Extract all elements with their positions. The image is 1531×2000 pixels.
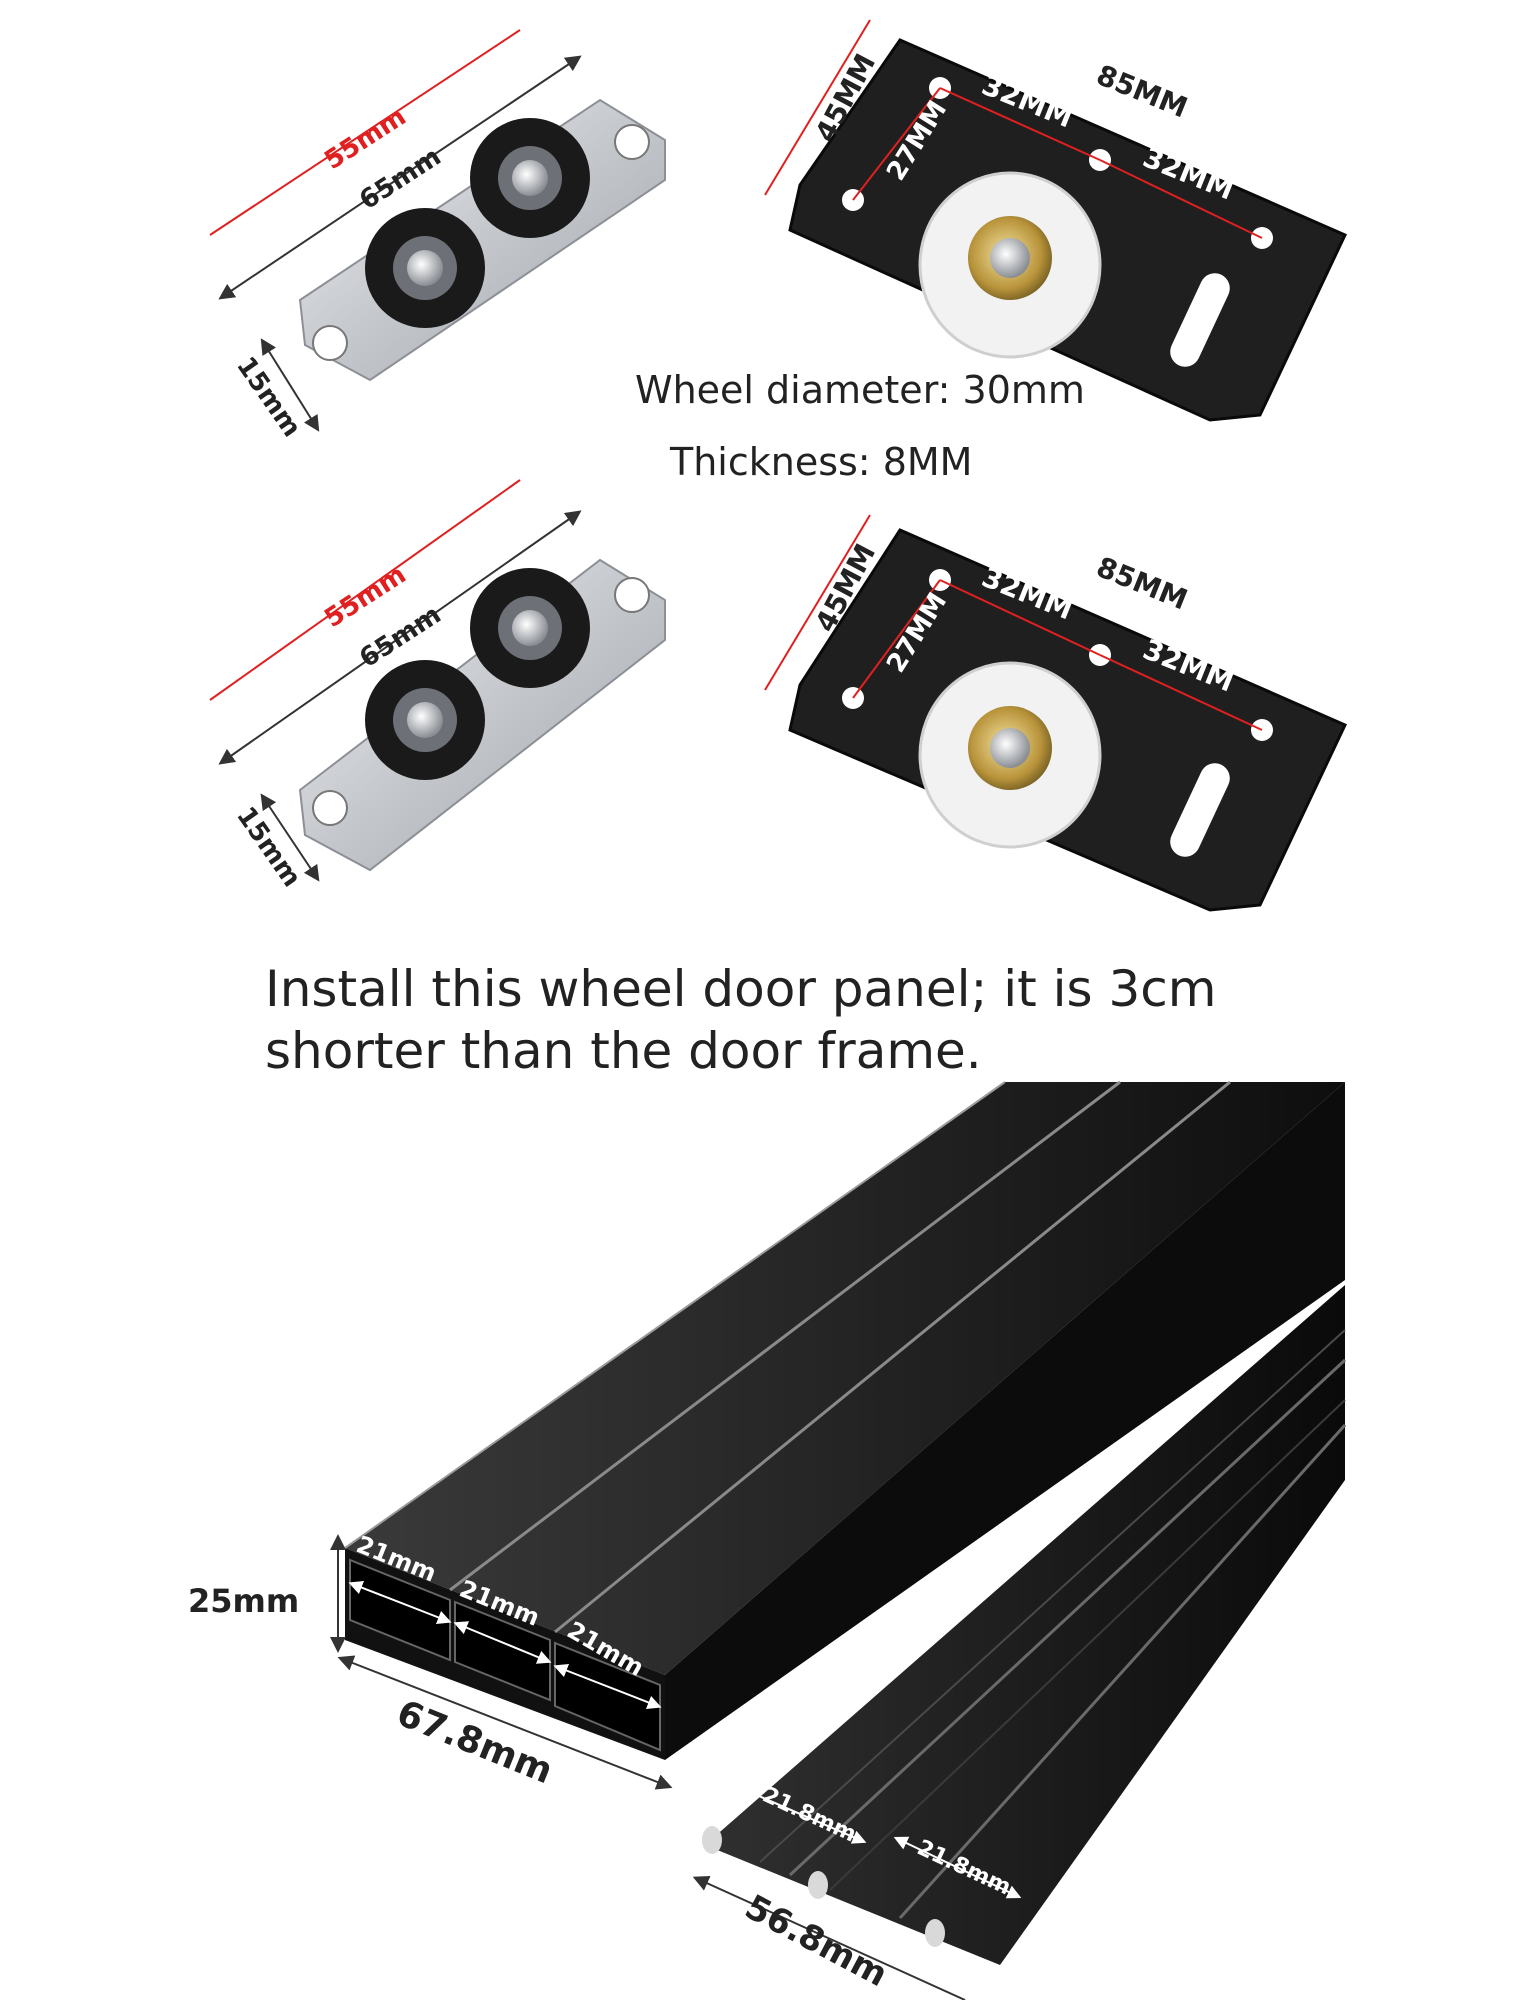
dimension-line xyxy=(260,793,320,882)
top-track-rail: 25mm 21mm 21mm 21mm 67.8mm xyxy=(188,1080,1345,1792)
dimension-line xyxy=(260,338,320,432)
install-note: Install this wheel door panel; it is 3cm… xyxy=(265,958,1265,1082)
pulley-wheel xyxy=(918,171,1102,359)
double-roller-bracket-top: 55mm 65mm 15mm xyxy=(209,29,666,443)
dim-85mm: 85MM xyxy=(1092,550,1192,616)
dim-15mm: 15mm xyxy=(230,351,306,442)
dimension-line xyxy=(218,55,582,300)
roller-wheel xyxy=(365,208,485,328)
wheel-diameter-caption: Wheel diameter: 30mm xyxy=(635,368,1085,412)
dimension-line xyxy=(218,510,582,765)
dim-15mm: 15mm xyxy=(230,801,306,892)
dim-85mm: 85MM xyxy=(1092,58,1192,124)
roller-wheel xyxy=(365,660,485,780)
roller-wheel xyxy=(470,118,590,238)
dim-25mm: 25mm xyxy=(188,1582,299,1620)
install-note-line-2: shorter than the door frame. xyxy=(265,1022,982,1080)
mounting-plate-bottom: 45MM 27MM 32MM 85MM 32MM xyxy=(764,514,1348,912)
mounting-plate-top: 45MM 27MM 32MM 85MM 32MM xyxy=(764,19,1348,422)
thickness-caption: Thickness: 8MM xyxy=(670,440,973,484)
pulley-wheel xyxy=(918,661,1102,849)
roller-wheel xyxy=(470,568,590,688)
install-note-line-1: Install this wheel door panel; it is 3cm xyxy=(265,960,1217,1018)
double-roller-bracket-bottom: 55mm 65mm 15mm xyxy=(209,479,666,893)
